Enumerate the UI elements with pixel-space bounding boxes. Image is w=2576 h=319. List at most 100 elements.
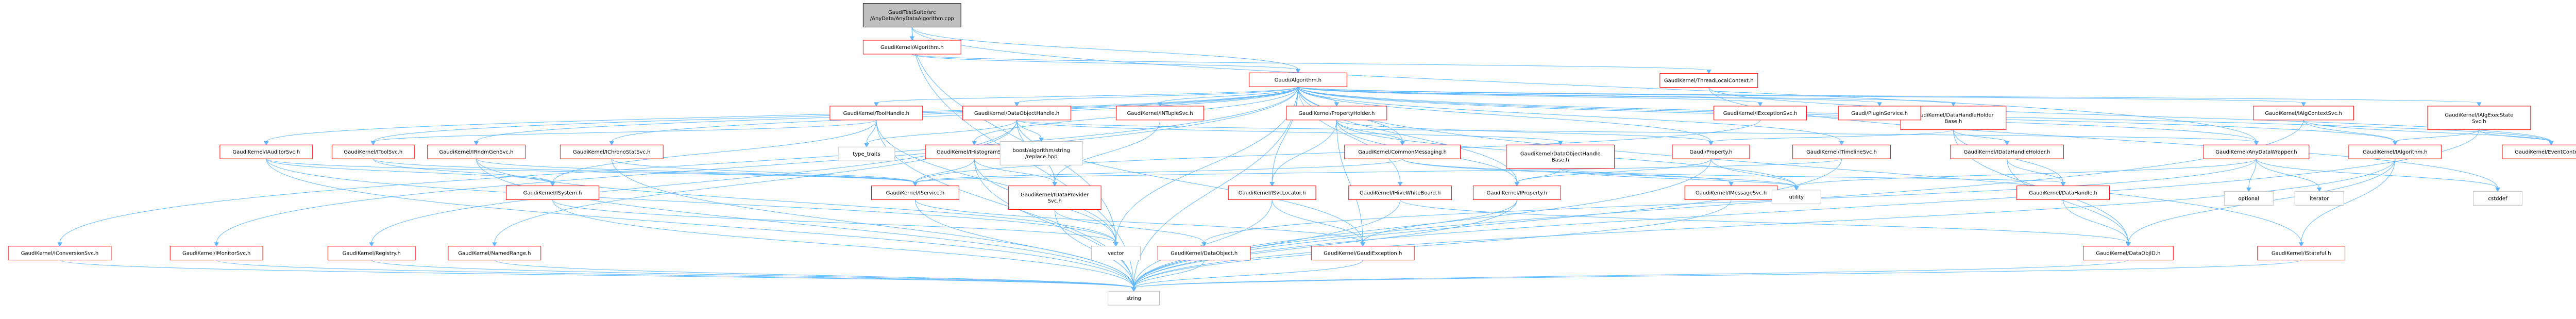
node-label: iterator xyxy=(2310,196,2329,202)
node-threadlocal[interactable]: GaudiKernel/ThreadLocalContext.h xyxy=(1659,73,1758,88)
edge-istateful-to-string xyxy=(1131,260,2302,292)
node-itimelinesvc[interactable]: GaudiKernel/ITimelineSvc.h xyxy=(1792,144,1891,159)
node-toolhandle[interactable]: GaudiKernel/ToolHandle.h xyxy=(829,106,923,121)
edge-anydatawrapper-to-iterator xyxy=(2256,159,2322,192)
node-root[interactable]: GaudiTestSuite/src/AnyData/AnyDataAlgori… xyxy=(862,3,961,27)
node-eventcontext[interactable]: GaudiKernel/EventContext.h xyxy=(2502,144,2576,159)
node-label: GaudiKernel/IHistogramSvc.h xyxy=(937,149,1012,155)
edge-histogramsvc-to-iservice xyxy=(912,159,975,187)
node-dataobject[interactable]: GaudiKernel/DataObject.h xyxy=(1157,246,1251,261)
node-iservice[interactable]: GaudiKernel/IService.h xyxy=(871,186,959,200)
node-label: GaudiKernel/AnyDataWrapper.h xyxy=(2215,149,2297,155)
node-iterator[interactable]: iterator xyxy=(2294,191,2344,206)
node-algcontextsvc[interactable]: GaudiKernel/IAlgContextSvc.h xyxy=(2253,106,2354,121)
edge-idataprovidersvc-to-dataobject xyxy=(1054,209,1207,247)
node-iconversionsvc[interactable]: GaudiKernel/IConversionSvc.h xyxy=(8,246,112,261)
edge-gaudialg_h-to-auditorsvc xyxy=(263,86,1298,146)
edge-gaudialg_h-to-algexecstatesvc xyxy=(1297,86,2482,107)
node-datahandle[interactable]: GaudiKernel/DataHandle.h xyxy=(2016,186,2110,200)
node-label: GaudiKernel/IToolSvc.h xyxy=(344,149,402,155)
edge-iservice-to-string xyxy=(914,199,1137,292)
edge-isvclocator-to-string xyxy=(1131,199,1273,292)
node-label: GaudiKernel/ThreadLocalContext.h xyxy=(1664,78,1754,84)
edge-commonmessaging-to-imessagesvc xyxy=(1402,158,1734,187)
edge-dataobjecthandle-to-anydatawrapper xyxy=(1016,120,2259,146)
node-label: GaudiKernel/IAlgExecState xyxy=(2445,112,2513,118)
edge-imessagesvc-to-string xyxy=(1131,199,1732,292)
node-rndmgensvc[interactable]: GaudiKernel/IRndmGenSvc.h xyxy=(427,144,526,159)
node-label: GaudiKernel/IExceptionSvc.h xyxy=(1723,111,1798,116)
edge-anydatawrapper-to-optional xyxy=(2246,159,2257,192)
edge-itimelinesvc-to-string xyxy=(1131,159,1842,292)
nodes-layer: GaudiTestSuite/src/AnyData/AnyDataAlgori… xyxy=(8,3,2576,306)
node-label: GaudiKernel/IConversionSvc.h xyxy=(21,251,98,257)
node-pluginservice[interactable]: Gaudi/PluginService.h xyxy=(1838,106,1921,121)
node-optional[interactable]: optional xyxy=(2224,191,2274,206)
node-ihivewhiteboard[interactable]: GaudiKernel/IHiveWhiteBoard.h xyxy=(1348,186,1452,200)
node-registry[interactable]: GaudiKernel/Registry.h xyxy=(327,246,416,261)
node-itoolsvc[interactable]: GaudiKernel/IToolSvc.h xyxy=(331,144,415,159)
edge-datahandleholderbase-to-datahandleholdervisitor xyxy=(1953,129,2010,146)
node-label: Svc.h xyxy=(1048,198,1062,204)
edge-property-to-iproperty xyxy=(1514,158,1711,187)
node-label: Gaudi/PluginService.h xyxy=(1851,111,1908,116)
node-boost_replace[interactable]: boost/algorithm/string/replace.hpp xyxy=(999,141,1083,165)
edge-gaudialg_h-to-exceptionsvc xyxy=(1297,86,1763,107)
node-dataobjid[interactable]: GaudiKernel/DataObjID.h xyxy=(2082,246,2174,261)
node-label: boost/algorithm/string xyxy=(1012,148,1070,154)
node-chronostatsvc[interactable]: GaudiKernel/IChronoStatSvc.h xyxy=(560,144,664,159)
node-label: utility xyxy=(1789,195,1804,200)
node-property[interactable]: Gaudi/Property.h xyxy=(1672,144,1750,159)
node-gaudialg_h[interactable]: Gaudi/Algorithm.h xyxy=(1248,72,1347,87)
node-exceptionsvc[interactable]: GaudiKernel/IExceptionSvc.h xyxy=(1714,106,1807,121)
node-commonmessaging[interactable]: GaudiKernel/CommonMessaging.h xyxy=(1344,144,1461,159)
node-utility[interactable]: utility xyxy=(1771,190,1821,205)
edge-gaudialg_h-to-ihivewhiteboard xyxy=(1297,87,1403,187)
node-anydatawrapper[interactable]: GaudiKernel/AnyDataWrapper.h xyxy=(2203,144,2310,159)
node-isvclocator[interactable]: GaudiKernel/ISvcLocator.h xyxy=(1228,186,1316,200)
edge-dataobjecthandle-to-namedrange xyxy=(492,120,1018,247)
node-dataobjecthandle[interactable]: GaudiKernel/DataObjectHandle.h xyxy=(962,106,1071,121)
node-istateful[interactable]: GaudiKernel/IStateful.h xyxy=(2257,246,2346,261)
node-auditorsvc[interactable]: GaudiKernel/IAuditorSvc.h xyxy=(219,144,313,159)
edge-datahandleholderbase-to-property xyxy=(1708,129,1954,146)
edge-threadlocal-to-eventcontext xyxy=(1708,87,2554,146)
edge-namedrange-to-string xyxy=(494,260,1137,292)
node-algorithm_h[interactable]: GaudiKernel/Algorithm.h xyxy=(862,40,961,55)
node-imonitorsvc[interactable]: GaudiKernel/IMonitorSvc.h xyxy=(170,246,263,261)
node-propertyholder[interactable]: GaudiKernel/PropertyHolder.h xyxy=(1286,106,1387,121)
edge-itimelinesvc-to-iservice xyxy=(912,158,1842,187)
node-label: GaudiKernel/DataObjID.h xyxy=(2096,251,2160,257)
edge-itoolsvc-to-isystem xyxy=(372,158,555,187)
node-ntuplesvc[interactable]: GaudiKernel/INTupleSvc.h xyxy=(1116,106,1205,121)
node-label: GaudiKernel/IDataProvider xyxy=(1021,192,1089,198)
node-gaudiexception[interactable]: GaudiKernel/GaudiException.h xyxy=(1311,246,1415,261)
node-label: GaudiKernel/IStateful.h xyxy=(2272,251,2331,257)
node-label: Base.h xyxy=(1552,158,1569,163)
node-string[interactable]: string xyxy=(1108,291,1160,306)
node-imessagesvc[interactable]: GaudiKernel/IMessageSvc.h xyxy=(1684,186,1778,200)
edge-dataobjecthandle-to-registry xyxy=(369,120,1018,247)
node-type_traits[interactable]: type_traits xyxy=(838,146,895,161)
edge-histogramsvc-to-idataprovidersvc xyxy=(974,159,1058,187)
node-namedrange[interactable]: GaudiKernel/NamedRange.h xyxy=(448,246,541,261)
edge-propertyholder-to-gaudiexception xyxy=(1336,120,1366,247)
node-iproperty[interactable]: GaudiKernel/IProperty.h xyxy=(1472,186,1561,200)
node-ialgorithm[interactable]: GaudiKernel/IAlgorithm.h xyxy=(2348,144,2442,159)
edge-auditorsvc-to-iservice xyxy=(266,158,918,187)
node-isystem[interactable]: GaudiKernel/ISystem.h xyxy=(506,186,600,200)
node-datahandleholdervisitor[interactable]: GaudiKernel/IDataHandleHolder.h xyxy=(1950,144,2064,159)
node-vector[interactable]: vector xyxy=(1091,246,1141,261)
node-label: GaudiKernel/IProperty.h xyxy=(1487,191,1547,196)
edge-iconversionsvc-to-string xyxy=(59,260,1137,292)
edge-anydatawrapper-to-utility xyxy=(1793,158,2257,191)
node-label: Gaudi/Algorithm.h xyxy=(1275,77,1321,83)
edge-anydatawrapper-to-cstddef xyxy=(2256,158,2500,192)
node-cstddef[interactable]: cstddef xyxy=(2473,191,2523,206)
node-label: GaudiKernel/IMonitorSvc.h xyxy=(182,251,250,257)
